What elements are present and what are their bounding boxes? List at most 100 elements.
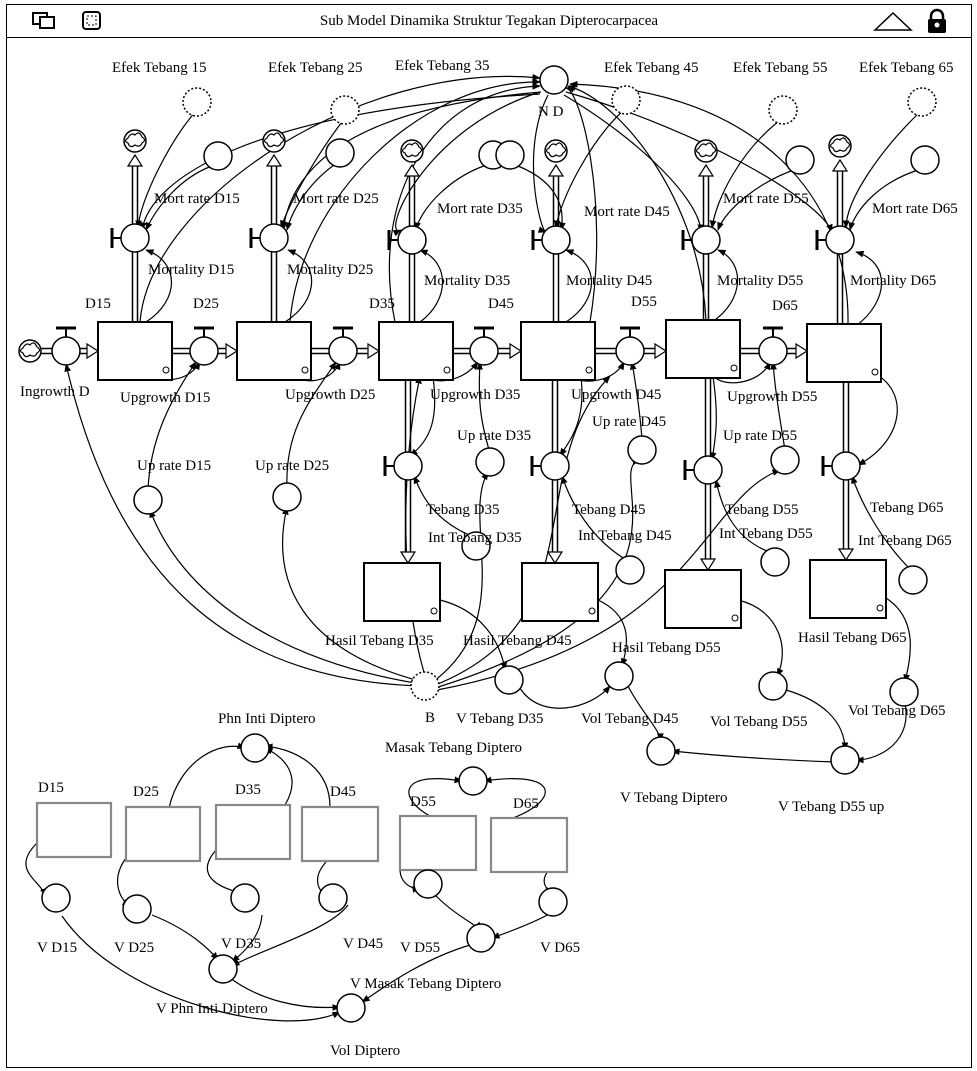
converter-label-vold: Vol Diptero: [330, 1043, 400, 1059]
stock-G45[interactable]: [300, 805, 380, 863]
converter-mr25[interactable]: [325, 138, 355, 168]
converter-v65[interactable]: [538, 887, 568, 917]
flow-mort55[interactable]: [681, 225, 721, 255]
converter-label-ur25: Up rate D25: [255, 458, 329, 474]
flow-label-teb65: Tebang D65: [870, 500, 944, 516]
flow-teb55[interactable]: [683, 455, 723, 485]
connector-arrow: [419, 249, 443, 323]
flow-ingrowth[interactable]: [51, 326, 81, 366]
converter-v35[interactable]: [230, 883, 260, 913]
connector-arrow: [855, 699, 907, 764]
triangle-up-icon[interactable]: [873, 11, 913, 31]
flow-up25[interactable]: [328, 326, 358, 366]
stock-HT55[interactable]: [664, 569, 742, 629]
connector-arrow: [135, 109, 198, 229]
converter-v25[interactable]: [122, 894, 152, 924]
converter-vt35[interactable]: [494, 665, 524, 695]
converter-label-mr15: Mort rate D15: [154, 191, 240, 207]
converter-vol55[interactable]: [758, 671, 788, 701]
converter-label-vphn: V Phn Inti Diptero: [156, 1001, 268, 1017]
stock-D15[interactable]: [97, 321, 173, 381]
converter-ef15[interactable]: [182, 87, 212, 117]
flow-up35[interactable]: [469, 326, 499, 366]
stock-G25[interactable]: [124, 805, 202, 863]
stock-D45[interactable]: [520, 321, 596, 381]
converter-b[interactable]: [410, 671, 440, 701]
converter-ur55[interactable]: [770, 445, 800, 475]
converter-it65[interactable]: [898, 565, 928, 595]
converter-ef65[interactable]: [907, 87, 937, 117]
flow-mort35[interactable]: [387, 225, 427, 255]
stock-D55[interactable]: [665, 319, 741, 379]
converter-mr15[interactable]: [203, 141, 233, 171]
converter-it45[interactable]: [615, 555, 645, 585]
converter-it55[interactable]: [760, 547, 790, 577]
converter-vol45[interactable]: [604, 661, 634, 691]
stock-label-G15: D15: [38, 780, 64, 796]
converter-ef45[interactable]: [611, 85, 641, 115]
converter-v15[interactable]: [41, 883, 71, 913]
converter-vmasak[interactable]: [466, 923, 496, 953]
connector-arrow: [434, 458, 641, 689]
converter-v45[interactable]: [318, 883, 348, 913]
converter-vt55up[interactable]: [830, 745, 860, 775]
flow-mort25[interactable]: [249, 223, 289, 253]
stock-D25[interactable]: [236, 321, 312, 381]
converter-nd[interactable]: [539, 65, 569, 95]
converter-mr45[interactable]: [495, 140, 525, 170]
converter-label-ur15: Up rate D15: [137, 458, 211, 474]
lock-icon[interactable]: [928, 8, 946, 33]
connector-arrow: [855, 250, 882, 327]
flow-up15[interactable]: [189, 326, 219, 366]
connector-arrow: [711, 249, 739, 323]
stock-HT65[interactable]: [809, 559, 887, 619]
flow-teb65[interactable]: [821, 451, 861, 481]
stock-G35[interactable]: [214, 803, 292, 861]
converter-it35[interactable]: [461, 531, 491, 561]
stock-HT45[interactable]: [521, 562, 599, 622]
stock-G15[interactable]: [35, 801, 113, 859]
connector-arrow: [709, 117, 784, 229]
flow-up45[interactable]: [615, 326, 645, 366]
flow-mort65[interactable]: [815, 225, 855, 255]
converter-ur35[interactable]: [475, 447, 505, 477]
converter-mr65[interactable]: [910, 145, 940, 175]
flow-teb35[interactable]: [383, 451, 423, 481]
flow-teb45[interactable]: [530, 451, 570, 481]
converter-vphn[interactable]: [208, 954, 238, 984]
converter-mr55[interactable]: [785, 145, 815, 175]
stock-D65[interactable]: [806, 323, 882, 383]
flow-label-ingrowth: Ingrowth D: [20, 384, 90, 400]
converter-label-vt35: V Tebang D35: [456, 711, 544, 727]
converter-ur45[interactable]: [627, 435, 657, 465]
dotted-page-icon[interactable]: [82, 11, 101, 30]
copy-window-icon[interactable]: [32, 12, 55, 29]
connector-arrow: [561, 475, 631, 563]
converter-ef55[interactable]: [768, 95, 798, 125]
converter-phn[interactable]: [240, 733, 270, 763]
converter-vtd[interactable]: [646, 736, 676, 766]
connector-arrow: [770, 361, 786, 451]
converter-ef25[interactable]: [330, 95, 360, 125]
converter-masak[interactable]: [458, 766, 488, 796]
connector-arrow: [519, 685, 611, 709]
stock-G65[interactable]: [489, 816, 569, 874]
converter-ur25[interactable]: [272, 482, 302, 512]
flow-up55[interactable]: [758, 326, 788, 366]
converter-label-vmasak: V Masak Tebang Diptero: [350, 976, 501, 992]
flow-mort45[interactable]: [531, 225, 571, 255]
stock-HT35[interactable]: [363, 562, 441, 622]
connector-arrow: [532, 94, 549, 233]
converter-vol65[interactable]: [889, 677, 919, 707]
flow-mort15[interactable]: [110, 223, 150, 253]
connector-arrow: [145, 249, 172, 323]
stock-G55[interactable]: [398, 814, 478, 872]
converter-vold[interactable]: [336, 993, 366, 1023]
flow-label-teb55: Tebang D55: [725, 502, 799, 518]
stock-D35[interactable]: [378, 321, 454, 381]
converter-ur15[interactable]: [133, 485, 163, 515]
converter-v55[interactable]: [413, 869, 443, 899]
connector-arrow: [429, 471, 489, 685]
stock-label-D45: D45: [488, 296, 514, 312]
